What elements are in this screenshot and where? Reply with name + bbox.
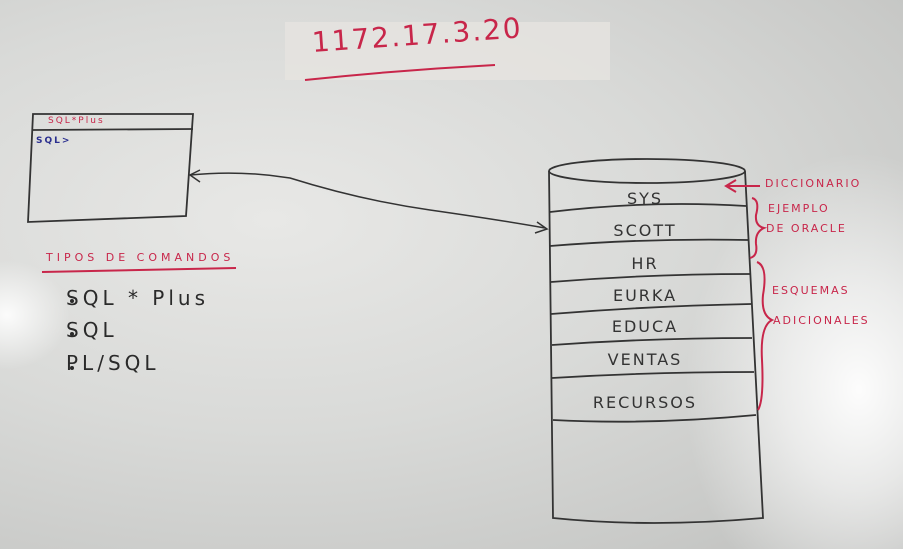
types-underline [41,267,237,273]
command-types-title: TIPOS DE COMANDOS [46,251,235,264]
command-type-plsql: PL/SQL [66,351,160,375]
sql-prompt-text: SQL> [36,136,72,146]
schema-recursos: RECURSOS [592,393,698,412]
light-glare-left [0,260,70,370]
schema-sys: SYS [626,189,664,208]
arrow-head-left [188,169,201,183]
bullet-1 [70,299,74,303]
schema-ventas: VENTAS [607,350,683,369]
oracle-example-brace [749,197,768,259]
schema-eurka: EURKA [612,286,678,305]
sqlplus-window-drawing [27,113,194,223]
bullet-2 [70,332,74,336]
schema-hr: HR [631,254,659,273]
ip-underline [304,64,496,81]
bullet-3 [70,366,74,370]
oracle-example-label-2: DE ORACLE [766,222,847,235]
connection-arrow [189,172,546,229]
command-type-sql: SQL [66,318,118,342]
dictionary-label: DICCIONARIO [765,177,862,190]
command-type-sqlplus: SQL * Plus [66,286,210,310]
schema-scott: SCOTT [613,221,677,240]
extra-schemas-label-2: ADICIONALES [773,314,870,327]
database-cylinder [548,158,764,524]
arrow-head-right [534,221,549,234]
dictionary-arrow-head [724,179,737,193]
schema-educa: EDUCA [611,317,679,336]
sqlplus-window-title: SQL*Plus [48,116,105,126]
extra-schemas-brace [756,261,775,411]
oracle-example-label-1: EJEMPLO [768,202,830,215]
extra-schemas-label-1: ESQUEMAS [772,284,850,297]
sticky-paper [285,22,610,80]
